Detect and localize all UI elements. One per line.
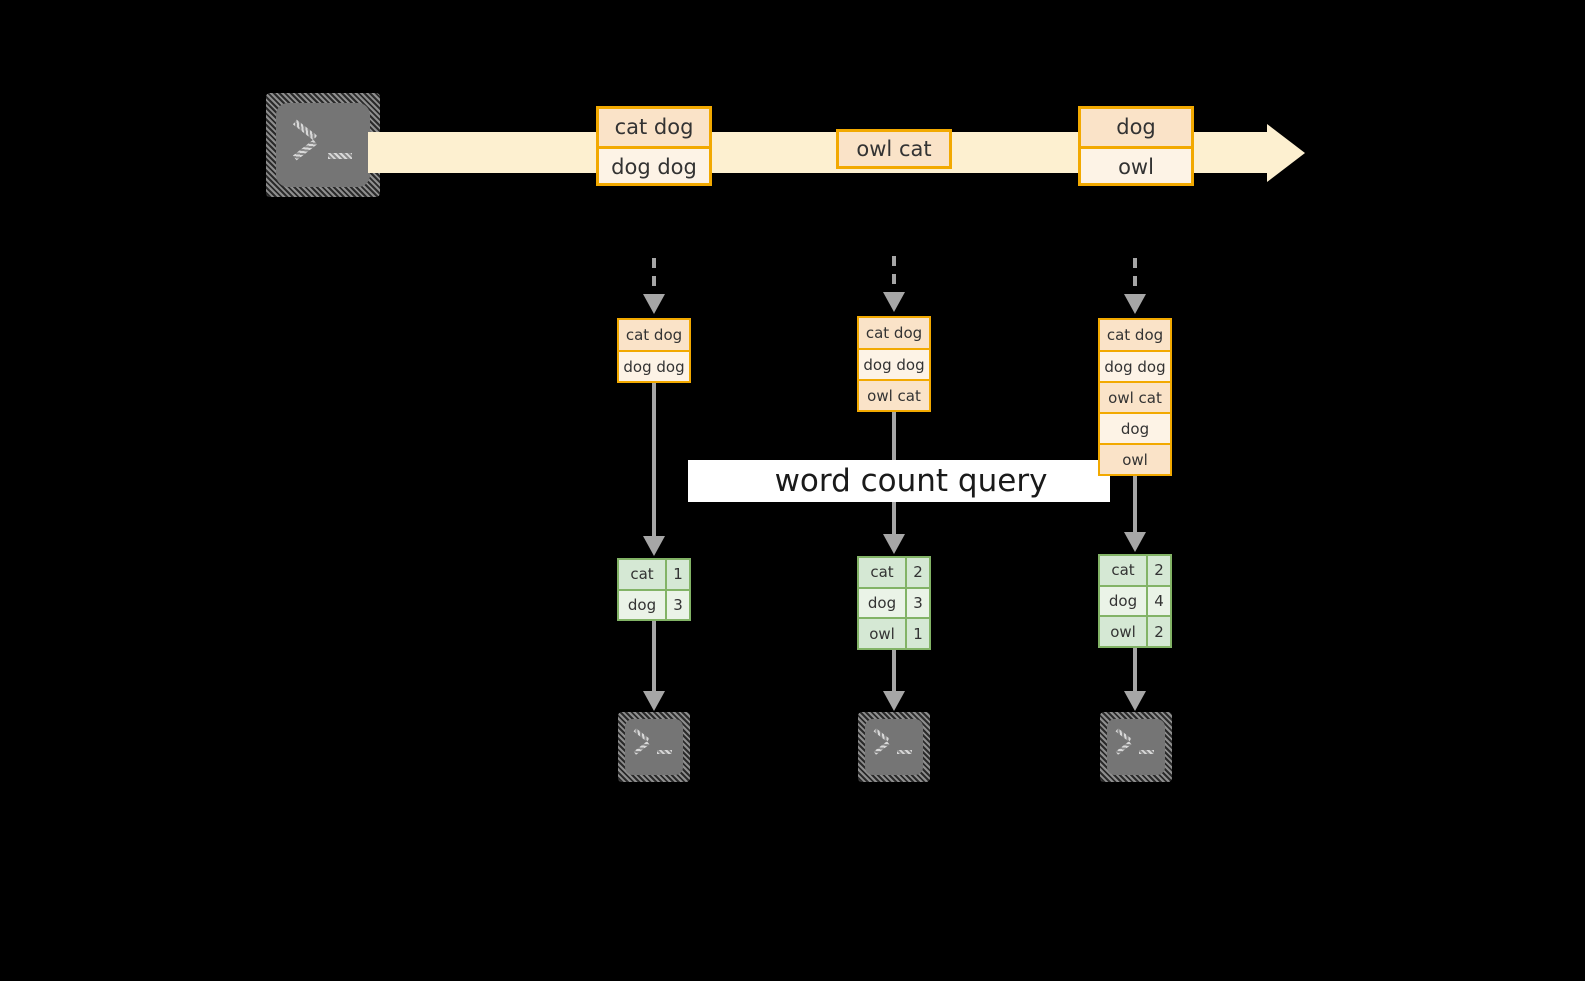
snapshot-2-trigger-arrowhead bbox=[883, 292, 905, 312]
result-row: owl 1 bbox=[859, 617, 929, 649]
terminal-screen bbox=[276, 103, 370, 187]
stream-row: dog dog bbox=[859, 348, 929, 379]
result-count: 1 bbox=[905, 619, 929, 649]
stream-row: owl bbox=[1100, 443, 1170, 474]
result-count: 2 bbox=[1146, 556, 1170, 585]
result-row: dog 3 bbox=[859, 586, 929, 618]
result-word: cat bbox=[859, 558, 905, 587]
terminal-prompt-chevron-upper bbox=[633, 728, 650, 742]
terminal-prompt-chevron-lower bbox=[633, 741, 650, 755]
result-count: 4 bbox=[1146, 586, 1170, 616]
snapshot-3-sink-arrowhead bbox=[1124, 691, 1146, 711]
stream-row: dog dog bbox=[1100, 350, 1170, 381]
stream-row: owl cat bbox=[859, 379, 929, 410]
result-word: dog bbox=[619, 590, 665, 619]
arrow-right-icon bbox=[1267, 124, 1305, 182]
snapshot-1-sink-arrowhead bbox=[643, 691, 665, 711]
source-terminal-icon bbox=[266, 93, 380, 197]
snapshot-2-result-table: cat 2 dog 3 owl 1 bbox=[857, 556, 931, 650]
result-word: owl bbox=[1100, 617, 1146, 647]
terminal-prompt-underscore bbox=[1139, 750, 1154, 754]
terminal-prompt-chevron-lower bbox=[1115, 741, 1132, 755]
result-count: 2 bbox=[1146, 617, 1170, 647]
result-row: dog 4 bbox=[1100, 584, 1170, 616]
terminal-prompt-underscore bbox=[897, 750, 912, 754]
snapshot-2-sink-arrowhead bbox=[883, 691, 905, 711]
snapshot-2-sink-terminal-icon bbox=[858, 712, 930, 782]
terminal-prompt-underscore bbox=[328, 153, 352, 159]
snapshot-3-trigger-arrowhead bbox=[1124, 294, 1146, 314]
terminal-screen bbox=[1107, 719, 1165, 775]
snapshot-1-sink-terminal-icon bbox=[618, 712, 690, 782]
snapshot-3-result-table: cat 2 dog 4 owl 2 bbox=[1098, 554, 1172, 648]
query-label-band bbox=[688, 460, 1110, 502]
terminal-screen bbox=[625, 719, 683, 775]
terminal-screen bbox=[865, 719, 923, 775]
result-word: dog bbox=[859, 588, 905, 618]
query-label: word count query bbox=[774, 463, 1048, 499]
snapshot-2-stream-table: cat dog dog dog owl cat bbox=[857, 316, 931, 412]
stream-row: cat dog bbox=[1100, 320, 1170, 350]
result-count: 1 bbox=[665, 560, 689, 589]
result-count: 3 bbox=[905, 588, 929, 618]
snapshot-1-query-arrowhead bbox=[643, 536, 665, 556]
result-word: cat bbox=[619, 560, 665, 589]
terminal-prompt-chevron-upper bbox=[292, 119, 318, 141]
snapshot-3-sink-line bbox=[1133, 648, 1137, 693]
event-batch-2: owl cat bbox=[836, 129, 952, 169]
event-line: dog dog bbox=[599, 146, 709, 183]
stream-row: owl cat bbox=[1100, 381, 1170, 412]
result-count: 2 bbox=[905, 558, 929, 587]
terminal-prompt-chevron-upper bbox=[873, 728, 890, 742]
result-row: cat 1 bbox=[619, 560, 689, 589]
snapshot-3-sink-terminal-icon bbox=[1100, 712, 1172, 782]
result-word: owl bbox=[859, 619, 905, 649]
result-row: owl 2 bbox=[1100, 615, 1170, 647]
result-row: cat 2 bbox=[1100, 556, 1170, 585]
snapshot-2-query-arrowhead bbox=[883, 534, 905, 554]
event-batch-3: dog owl bbox=[1078, 106, 1194, 186]
result-count: 3 bbox=[665, 590, 689, 619]
snapshot-1-query-line bbox=[652, 383, 656, 538]
stream-row: dog dog bbox=[619, 350, 689, 381]
result-word: dog bbox=[1100, 586, 1146, 616]
event-line: dog bbox=[1081, 109, 1191, 146]
snapshot-1-stream-table: cat dog dog dog bbox=[617, 318, 691, 383]
event-line: owl cat bbox=[839, 132, 949, 166]
snapshot-3-trigger-line bbox=[1133, 258, 1137, 296]
event-line: cat dog bbox=[599, 109, 709, 146]
snapshot-1-trigger-arrowhead bbox=[643, 294, 665, 314]
terminal-prompt-chevron-lower bbox=[292, 139, 318, 161]
event-line: owl bbox=[1081, 146, 1191, 183]
result-row: dog 3 bbox=[619, 588, 689, 619]
snapshot-2-sink-line bbox=[892, 650, 896, 693]
snapshot-3-query-line bbox=[1133, 476, 1137, 534]
snapshot-1-sink-line bbox=[652, 621, 656, 693]
snapshot-2-trigger-line bbox=[892, 256, 896, 294]
terminal-prompt-chevron-lower bbox=[873, 741, 890, 755]
snapshot-3-stream-table-overlay: cat dog dog dog owl cat dog owl bbox=[1098, 318, 1172, 476]
result-word: cat bbox=[1100, 556, 1146, 585]
terminal-prompt-underscore bbox=[657, 750, 672, 754]
snapshot-3-query-arrowhead bbox=[1124, 532, 1146, 552]
snapshot-1-trigger-line bbox=[652, 258, 656, 296]
terminal-prompt-chevron-upper bbox=[1115, 728, 1132, 742]
event-batch-1: cat dog dog dog bbox=[596, 106, 712, 186]
stream-row: cat dog bbox=[619, 320, 689, 350]
stream-row: cat dog bbox=[859, 318, 929, 348]
snapshot-1-result-table: cat 1 dog 3 bbox=[617, 558, 691, 621]
result-row: cat 2 bbox=[859, 558, 929, 587]
stream-row: dog bbox=[1100, 412, 1170, 443]
